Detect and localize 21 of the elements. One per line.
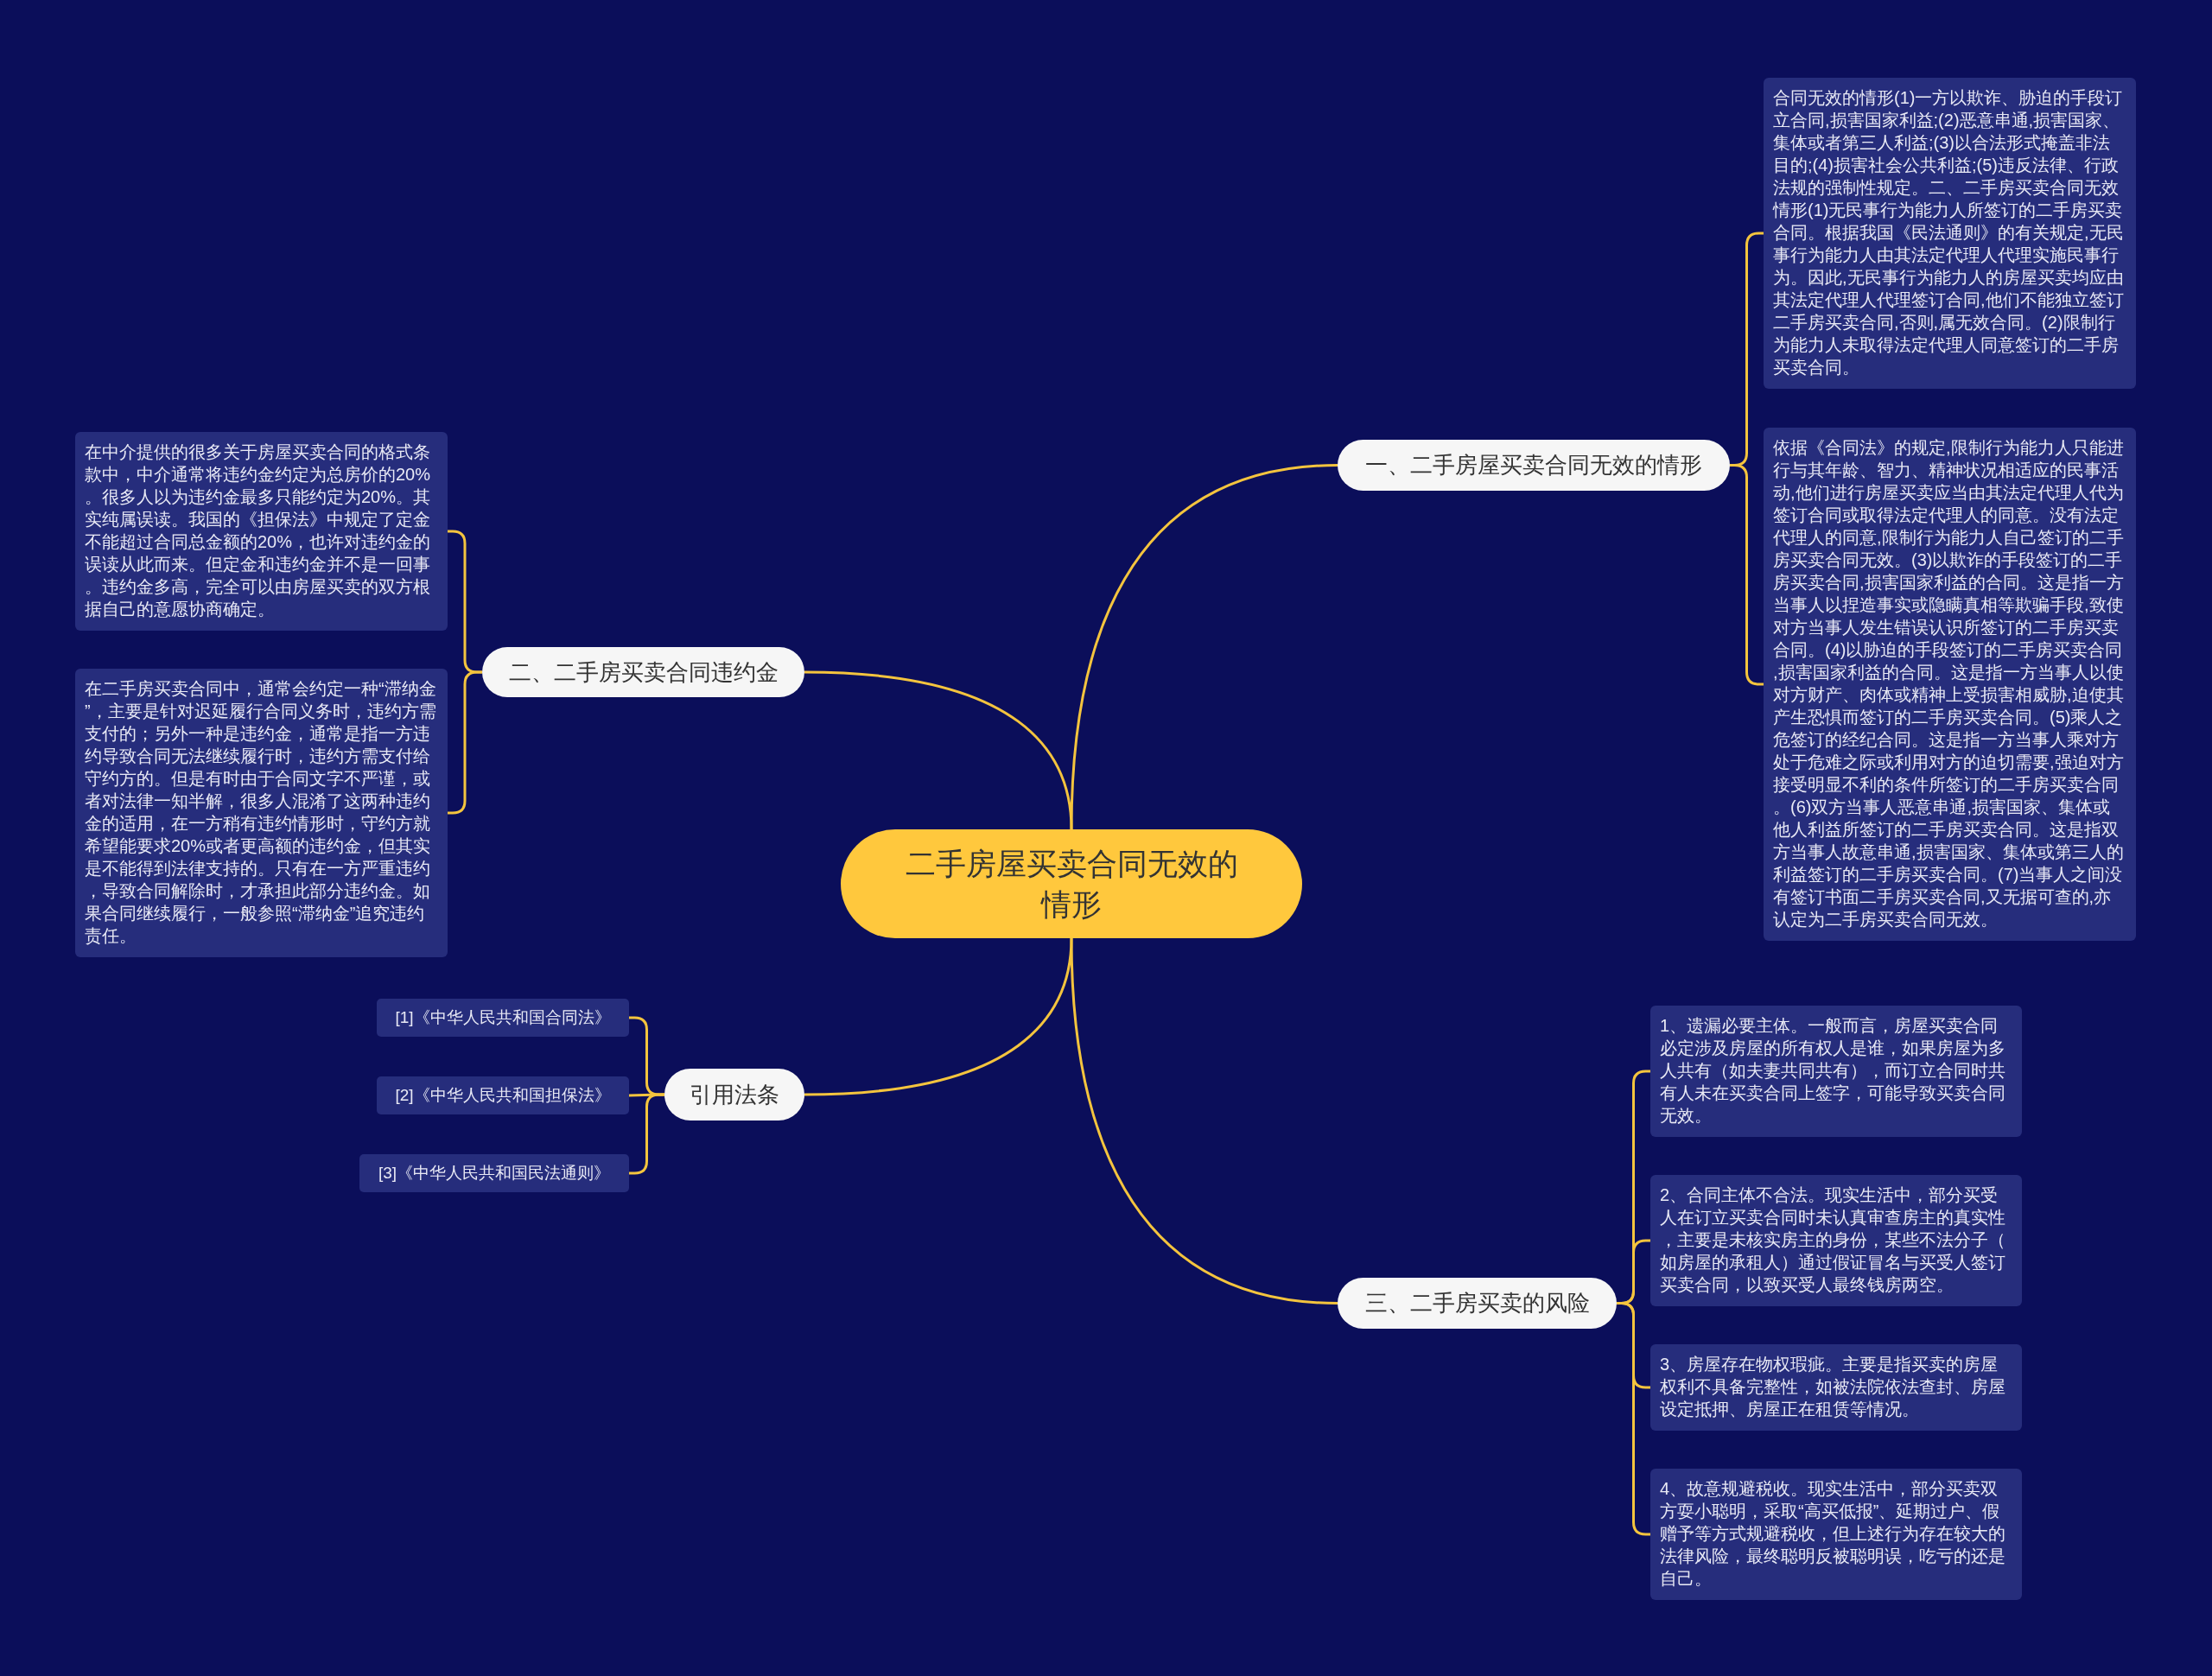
note-box: 1、遗漏必要主体。一般而言，房屋买卖合同必定涉及房屋的所有权人是谁，如果房屋为多人共有（如夫妻共同共有），而订立合同时共有人未在买卖合同上签字，可能导致买卖合同无效。 (1650, 1006, 2022, 1137)
citation-box: [3]《中华人民共和国民法通则》 (359, 1154, 629, 1192)
note-box: 2、合同主体不合法。现实生活中，部分买受人在订立买卖合同时未认真审查房主的真实性，主要是未核实房主的身份，某些不法分子（如房屋的承租人）通过假证冒名与买受人签订买卖合同，以致买受人最终钱房两空。 (1650, 1175, 2022, 1306)
note-box: 在二手房买卖合同中，通常会约定一种“滞纳金”，主要是针对迟延履行合同义务时，违约方需支付的；另外一种是违约金，通常是指一方违约导致合同无法继续履行时，违约方需支付给守约方的。但是有时由于合同文字不严谨，或者对法律一知半解，很多人混淆了这两种违约金的适用，在一方稍有违约情形时，守约方就希望能要求20%或者更高额的违约金，但其实是不能得到法律支持的。只有在一方严重违约，导致合同解除时，才承担此部分违约金。如果合同继续履行，一般参照“滞纳金”追究违约责任。 (75, 669, 448, 957)
note-box: 4、故意规避税收。现实生活中，部分买卖双方耍小聪明，采取“高买低报”、延期过户、假赠予等方式规避税收，但上述行为存在较大的法律风险，最终聪明反被聪明误，吃亏的还是自己。 (1650, 1469, 2022, 1600)
note-box: 合同无效的情形(1)一方以欺诈、胁迫的手段订立合同,损害国家利益;(2)恶意串通,损害国家、集体或者第三人利益;(3)以合法形式掩盖非法目的;(4)损害社会公共利益;(5)违反法律、行政法规的强制性规定。二、二手房买卖合同无效情形(1)无民事行为能力人所签订的二手房买卖合同。根据我国《民法通则》的有关规定,无民事行为能力人由其法定代理人代理实施民事行为。因此,无民事行为能力人的房屋买卖均应由其法定代理人代理签订合同,他们不能独立签订二手房买卖合同,否则,属无效合同。(2)限制行为能力人未取得法定代理人同意签订的二手房买卖合同。 (1764, 78, 2136, 389)
note-box: 3、房屋存在物权瑕疵。主要是指买卖的房屋权利不具备完整性，如被法院依法查封、房屋设定抵押、房屋正在租赁等情况。 (1650, 1344, 2022, 1431)
topic-pill: 引用法条 (664, 1069, 804, 1121)
connector-line (1070, 464, 1338, 830)
citation-box: [1]《中华人民共和国合同法》 (377, 999, 629, 1037)
connector-line (1070, 937, 1338, 1305)
connector-line (629, 1093, 664, 1175)
connector-line (804, 670, 1073, 830)
note-box: 在中介提供的很多关于房屋买卖合同的格式条款中，中介通常将违约金约定为总房价的20%。很多人以为违约金最多只能约定为20%。其实纯属误读。我国的《担保法》中规定了定金不能超过合同总金额的20%，也许对违约金的误读从此而来。但定金和违约金并不是一回事。违约金多高，完全可以由房屋买卖的双方根据自己的意愿协商确定。 (75, 432, 448, 631)
connector-line (804, 937, 1073, 1096)
topic-pill: 二、二手房买卖合同违约金 (482, 647, 804, 697)
topic-pill: 三、二手房买卖的风险 (1338, 1278, 1617, 1329)
topic-pill: 一、二手房屋买卖合同无效的情形 (1338, 440, 1730, 491)
citation-box: [2]《中华人民共和国担保法》 (377, 1076, 629, 1114)
note-box: 依据《合同法》的规定,限制行为能力人只能进行与其年龄、智力、精神状况相适应的民事活动,他们进行房屋买卖应当由其法定代理人代为签订合同或取得法定代理人的同意。没有法定代理人的同意,限制行为能力人自己签订的二手房买卖合同无效。(3)以欺诈的手段签订的二手房买卖合同,损害国家利益的合同。这是指一方当事人以捏造事实或隐瞒真相等欺骗手段,致使对方当事人发生错误认识所签订的二手房买卖合同。(4)以胁迫的手段签订的二手房买卖合同,损害国家利益的合同。这是指一方当事人以使对方财产、肉体或精神上受损害相威胁,迫使其产生恐惧而签订的二手房买卖合同。(5)乘人之危签订的经纪合同。这是指一方当事人乘对方处于危难之际或利用对方的迫切需要,强迫对方接受明显不利的条件所签订的二手房买卖合同。(6)双方当事人恶意串通,损害国家、集体或他人利益所签订的二手房买卖合同。这是指双方当事人故意串通,损害国家、集体或第三人的利益签订的二手房买卖合同。(7)当事人之间没有签订书面二手房买卖合同,又无据可查的,亦认定为二手房买卖合同无效。 (1764, 428, 2136, 941)
central-topic: 二手房屋买卖合同无效的情形 (841, 829, 1302, 938)
